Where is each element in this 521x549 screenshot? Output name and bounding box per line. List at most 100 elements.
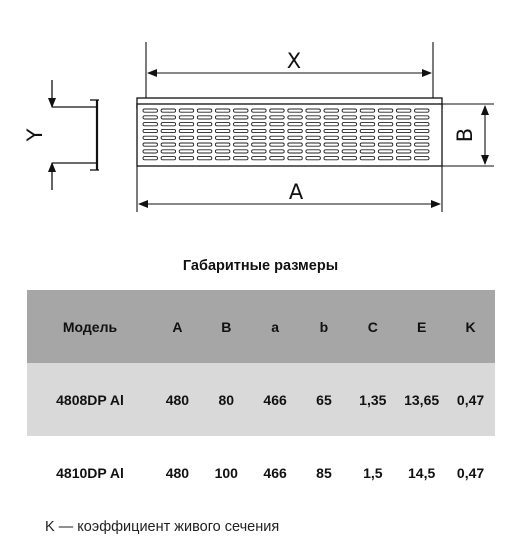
grille-slot — [377, 115, 394, 120]
grille-slot — [395, 122, 412, 127]
table-cell: 480 — [165, 391, 190, 408]
grille-slot — [269, 142, 285, 147]
grille-slot — [142, 108, 158, 113]
grille-slot — [414, 108, 430, 113]
table-cell: 0,47 — [456, 391, 485, 408]
grille-slot — [359, 128, 376, 134]
grille-slot — [214, 122, 231, 127]
grille-slot — [196, 149, 213, 154]
header-cell-k: K — [465, 318, 476, 335]
grille-slot — [323, 115, 339, 120]
grille-slot — [395, 142, 412, 147]
grille-slot — [251, 149, 267, 154]
grille-slot — [287, 122, 303, 127]
grille-slot — [142, 156, 158, 161]
grille-slot — [214, 135, 231, 140]
grille-slot — [341, 142, 358, 147]
grille-slot — [305, 149, 321, 154]
grille-slot — [233, 156, 249, 161]
grille-slot — [414, 122, 430, 127]
dimension-label-x: X — [287, 49, 301, 73]
grille-slot — [178, 149, 195, 154]
grille-slot — [269, 135, 285, 140]
header-cell-b-lower: b — [319, 318, 329, 335]
grille-slot — [377, 142, 394, 147]
table-cell: 14,5 — [408, 464, 436, 481]
grille-slot — [196, 122, 213, 127]
table-cell: 65 — [316, 391, 332, 408]
grille-slot — [142, 128, 158, 134]
table-cell: 13,65 — [404, 391, 440, 408]
dimensions-table: Модель A B a b C E K 4808DP Al 480 80 46… — [27, 290, 495, 509]
grille-dimension-drawing: Y X A B — [23, 42, 494, 212]
grille-slot — [269, 122, 285, 127]
grille-slot — [251, 115, 267, 120]
grille-slot — [287, 135, 303, 140]
grille-slot — [251, 122, 267, 127]
grille-slot — [414, 156, 430, 161]
grille-slot — [359, 122, 376, 127]
grille-slot — [341, 122, 358, 127]
grille-slot — [269, 128, 285, 134]
table-cell: 466 — [263, 464, 287, 481]
grille-slot — [269, 149, 285, 154]
grille-slot — [233, 128, 249, 134]
dimension-x — [145, 42, 434, 98]
grille-slot — [214, 115, 231, 120]
grille-slot — [233, 122, 249, 127]
grille-slot — [178, 108, 195, 113]
grille-slot — [251, 142, 267, 147]
grille-slot — [341, 149, 358, 154]
header-cell-c: C — [367, 318, 378, 335]
header-cell-e: E — [416, 318, 427, 335]
grille-slot — [323, 156, 339, 161]
grille-slot — [395, 156, 412, 161]
grille-slot — [305, 128, 321, 134]
grille-slot — [414, 135, 430, 140]
grille-slot — [233, 149, 249, 154]
grille-slot — [377, 156, 394, 161]
grille-slot — [359, 142, 376, 147]
grille-slot — [414, 149, 430, 154]
grille-slot — [178, 115, 195, 120]
grille-slot — [305, 156, 321, 161]
table-cell: 1,35 — [359, 391, 387, 408]
grille-slot — [196, 115, 213, 120]
grille-slot — [359, 149, 376, 154]
grille-slot — [233, 135, 249, 140]
grille-slot — [178, 142, 195, 147]
grille-slot — [178, 156, 195, 161]
grille-slot — [287, 156, 303, 161]
grille-slot — [214, 142, 231, 147]
grille-slot — [287, 149, 303, 154]
grille-slot — [214, 128, 231, 134]
grille-slot — [251, 108, 267, 113]
grille-slot — [323, 135, 339, 140]
grille-slot — [414, 128, 430, 134]
grille-slot — [142, 142, 158, 147]
grille-slot — [323, 122, 339, 127]
table-cell: 4810DP Al — [56, 464, 124, 481]
table-cell: 4808DP Al — [56, 391, 124, 408]
dimension-label-y: Y — [23, 128, 47, 142]
grille-slot — [233, 115, 249, 120]
table-row: 4808DP Al 480 80 466 65 1,35 13,65 0,47 — [27, 363, 495, 436]
grille-slot — [287, 142, 303, 147]
grille-slot — [377, 135, 394, 140]
header-cell-a-lower: a — [271, 318, 279, 335]
grille-slot — [160, 128, 177, 134]
dimension-label-b: B — [453, 128, 477, 142]
table-header-row: Модель A B a b C E K — [27, 290, 495, 363]
grille-slot — [178, 122, 195, 127]
grille-slot — [269, 108, 285, 113]
grille-slot — [359, 115, 376, 120]
header-cell-model: Модель — [62, 318, 118, 335]
grille-slot — [160, 149, 177, 154]
grille-slot — [305, 108, 321, 113]
grille-slot — [287, 108, 303, 113]
grille-slot — [214, 156, 231, 161]
grille-slot — [160, 115, 177, 120]
grille-slot — [305, 135, 321, 140]
grille-slot — [305, 142, 321, 147]
grille-slot — [196, 142, 213, 147]
